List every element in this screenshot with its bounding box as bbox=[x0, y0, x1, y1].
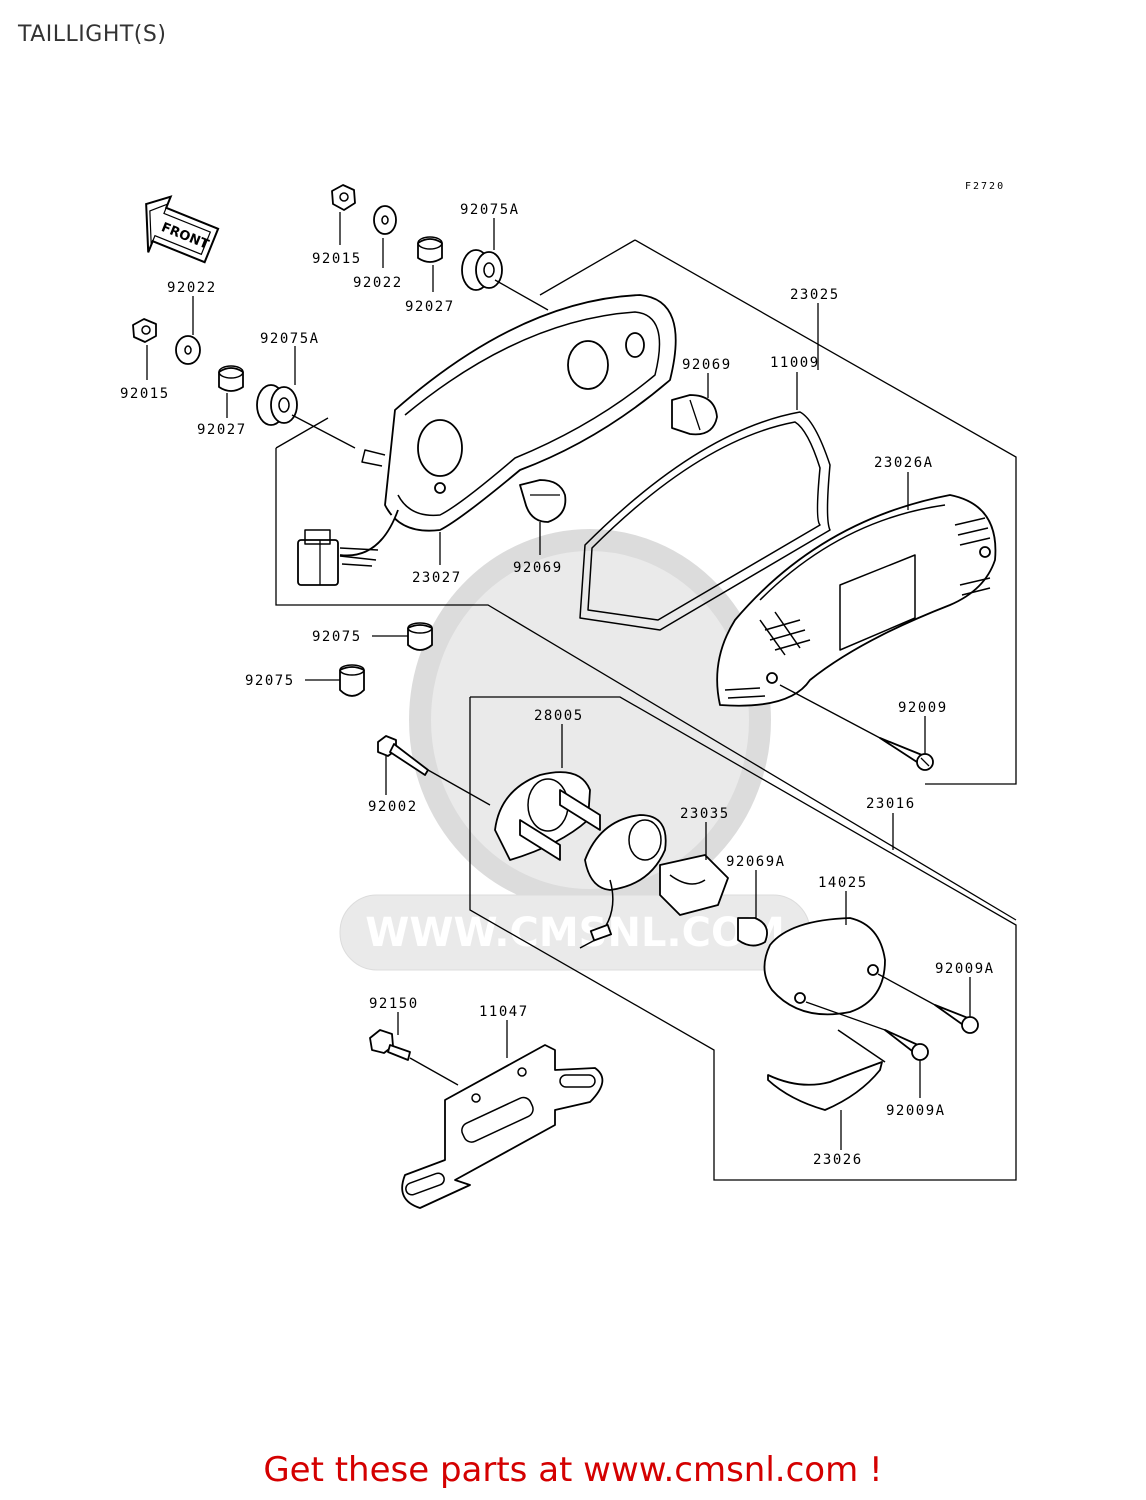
callout-92150: 92150 bbox=[369, 996, 419, 1012]
callout-92069a: 92069A bbox=[726, 854, 786, 870]
callout-92015-left: 92015 bbox=[120, 386, 170, 402]
callout-92075a-top: 92075A bbox=[460, 202, 520, 218]
bulb-92069a bbox=[737, 917, 768, 947]
nut-92015-left bbox=[132, 318, 157, 343]
callout-23025: 23025 bbox=[790, 287, 840, 303]
callout-92015-top: 92015 bbox=[312, 251, 362, 267]
holder-23035 bbox=[659, 854, 729, 916]
callout-23027: 23027 bbox=[412, 570, 462, 586]
bolt-92075-a bbox=[407, 622, 433, 651]
callout-92027-left: 92027 bbox=[197, 422, 247, 438]
callout-14025: 14025 bbox=[818, 875, 868, 891]
callout-92075-b: 92075 bbox=[245, 673, 295, 689]
callout-92009a-top: 92009A bbox=[935, 961, 995, 977]
footer-link[interactable]: Get these parts at www.cmsnl.com ! bbox=[263, 1450, 883, 1490]
callout-92009: 92009 bbox=[898, 700, 948, 716]
callout-23016: 23016 bbox=[866, 796, 916, 812]
callout-92009a-bottom: 92009A bbox=[886, 1103, 946, 1119]
bolt-92150 bbox=[369, 1029, 411, 1061]
screw-92009a-bottom bbox=[884, 1029, 929, 1061]
group-outline-23016 bbox=[469, 696, 1017, 1181]
callout-23035: 23035 bbox=[680, 806, 730, 822]
callout-92069-mid: 92069 bbox=[513, 560, 563, 576]
bracket-11047 bbox=[401, 1044, 604, 1209]
callout-92075-a: 92075 bbox=[312, 629, 362, 645]
housing-23027 bbox=[339, 294, 677, 567]
callout-92002: 92002 bbox=[368, 799, 418, 815]
reflector-23026 bbox=[767, 1029, 886, 1111]
lens-23026a bbox=[716, 494, 997, 707]
bulb-92069-mid bbox=[519, 479, 567, 523]
figure-code: F2720 bbox=[965, 181, 1005, 192]
group-outline-23025 bbox=[634, 239, 1017, 785]
callout-92069-top: 92069 bbox=[682, 357, 732, 373]
collar-92027-top bbox=[417, 236, 443, 263]
watermark-text: WWW.CMSNL.COM bbox=[365, 910, 785, 956]
socket-assembly bbox=[579, 814, 667, 949]
leader-lines bbox=[146, 212, 971, 1150]
screw-92009a-top bbox=[934, 1004, 979, 1034]
callout-labels: 92015 92022 92027 92075A 92022 92015 920… bbox=[120, 202, 995, 1168]
callout-28005: 28005 bbox=[534, 708, 584, 724]
gasket-11009 bbox=[579, 411, 831, 631]
callout-92022-left: 92022 bbox=[167, 280, 217, 296]
callout-23026: 23026 bbox=[813, 1152, 863, 1168]
callout-11047: 11047 bbox=[479, 1004, 529, 1020]
callout-11009: 11009 bbox=[770, 355, 820, 371]
grommet-92075a-top bbox=[461, 249, 503, 291]
front-arrow-icon: FRONT bbox=[145, 195, 220, 264]
grommet-92075a-left bbox=[256, 384, 298, 426]
screw-92009 bbox=[879, 737, 934, 771]
nut-92015-top bbox=[331, 184, 356, 211]
bulb-92069-top bbox=[671, 394, 718, 436]
collar-92027-left bbox=[218, 365, 244, 392]
cover-14025 bbox=[763, 917, 886, 1016]
washer-92022-top bbox=[373, 205, 397, 235]
connector-icon bbox=[297, 529, 339, 586]
callout-92075a-left: 92075A bbox=[260, 331, 320, 347]
washer-92022-left bbox=[175, 335, 201, 365]
callout-23026a: 23026A bbox=[874, 455, 934, 471]
bracket-28005 bbox=[494, 771, 601, 861]
bolt-92002 bbox=[377, 735, 429, 776]
page-title: TAILLIGHT(S) bbox=[18, 22, 167, 47]
bolt-92075-b bbox=[339, 664, 365, 697]
callout-92022-top: 92022 bbox=[353, 275, 403, 291]
callout-92027-top: 92027 bbox=[405, 299, 455, 315]
